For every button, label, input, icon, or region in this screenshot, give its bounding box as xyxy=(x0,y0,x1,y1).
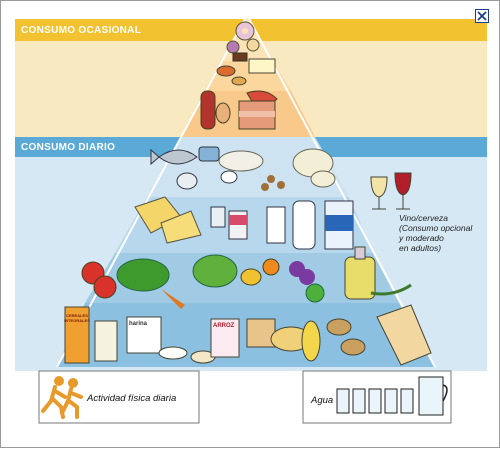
olive-oil-illustration xyxy=(344,246,412,300)
grains-illustration xyxy=(64,304,432,366)
close-button[interactable] xyxy=(475,9,489,23)
runner-icon xyxy=(41,376,83,419)
vegetables-illustration xyxy=(81,254,325,309)
rice-box-label: ARROZ xyxy=(213,323,235,329)
cereal-box-label: CEREALES INTEGRALES xyxy=(64,313,90,323)
wine-note: Vino/cerveza (Consumo opcional y moderad… xyxy=(399,213,489,253)
activity-label: Actividad física diaria xyxy=(87,393,177,404)
dairy-illustration xyxy=(134,196,354,250)
wine-glass-icon xyxy=(370,172,412,210)
water-label: Agua xyxy=(311,395,334,406)
daily-title: CONSUMO DIARIO xyxy=(21,142,116,153)
flour-bag-label: harina xyxy=(129,321,148,327)
wine-note-line: y moderado xyxy=(399,233,444,243)
butter-illustration xyxy=(216,58,276,86)
protein-illustration xyxy=(150,146,336,191)
wine-note-line: (Consumo opcional xyxy=(399,223,473,233)
close-icon xyxy=(477,11,487,21)
occasional-title: CONSUMO OCASIONAL xyxy=(21,25,142,36)
meats-illustration xyxy=(200,90,278,130)
wine-note-line: en adultos) xyxy=(399,243,442,253)
wine-note-line: Vino/cerveza xyxy=(399,213,448,223)
water-jug-icon xyxy=(418,376,448,416)
water-glass-icon xyxy=(336,388,414,414)
sweets-illustration xyxy=(226,21,260,62)
